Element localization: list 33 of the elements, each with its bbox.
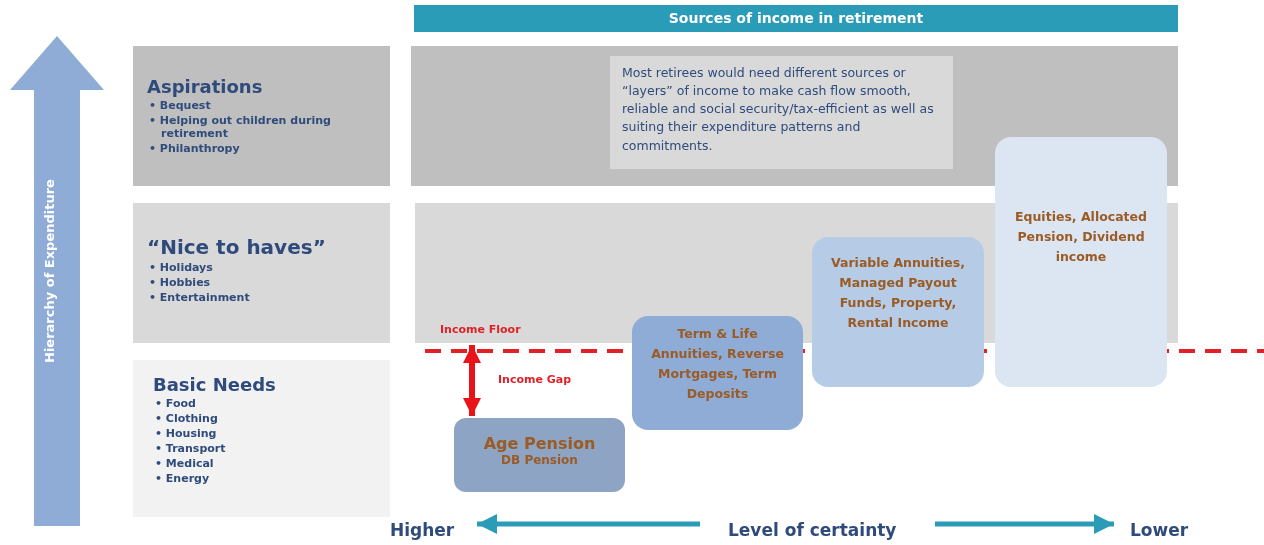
title-banner: Sources of income in retirement: [414, 5, 1178, 32]
bullet-item: • Hobbies: [149, 276, 212, 289]
line-label: Income Floor: [440, 323, 521, 336]
tier-panel: [133, 46, 390, 186]
note-box: Most retirees would need different sources or “layers” of income to make cash flow smooth, reliable and social security/tax-efficient as well as suiting their expenditure patterns and commitments.: [610, 56, 953, 169]
tier-heading: Aspirations: [147, 76, 263, 97]
axis-label: Hierarchy of Expenditure: [42, 178, 57, 365]
bullet-item: • Helping out children during retirement: [149, 114, 332, 140]
bullet-item: • Bequest: [149, 99, 212, 112]
income-source-box: Equities, Allocated Pension, Dividend income: [995, 137, 1167, 387]
bullet-item: • Medical: [155, 457, 215, 470]
edge-label: Income Gap: [498, 372, 572, 386]
income-source-box: [454, 418, 625, 492]
tier-heading: “Nice to haves”: [147, 235, 326, 259]
axis-end-label: Higher: [390, 520, 455, 540]
bullet-item: • Energy: [155, 472, 211, 485]
double-arrow: [463, 345, 481, 416]
bullet-item: • Transport: [155, 442, 227, 455]
income-source-box: Variable Annuities, Managed Payout Funds, Property, Rental Income: [812, 237, 984, 387]
bullet-item: • Housing: [155, 427, 218, 440]
tier-heading: Basic Needs: [153, 374, 276, 395]
axis-label: Level of certainty: [728, 520, 897, 540]
bullet-item: • Philanthropy: [149, 142, 241, 155]
box-subheading: DB Pension: [500, 453, 579, 467]
bullet-item: • Holidays: [149, 261, 214, 274]
bullet-item: • Clothing: [155, 412, 219, 425]
axis-end-label: Lower: [1130, 520, 1189, 540]
tier-panel: [133, 203, 390, 343]
bullet-item: • Entertainment: [149, 291, 251, 304]
bullet-item: • Food: [155, 397, 197, 410]
layer-band: [411, 46, 1178, 186]
income-source-box: Term & Life Annuities, Reverse Mortgages, Term Deposits: [632, 316, 803, 430]
box-heading: Age Pension: [482, 434, 597, 453]
